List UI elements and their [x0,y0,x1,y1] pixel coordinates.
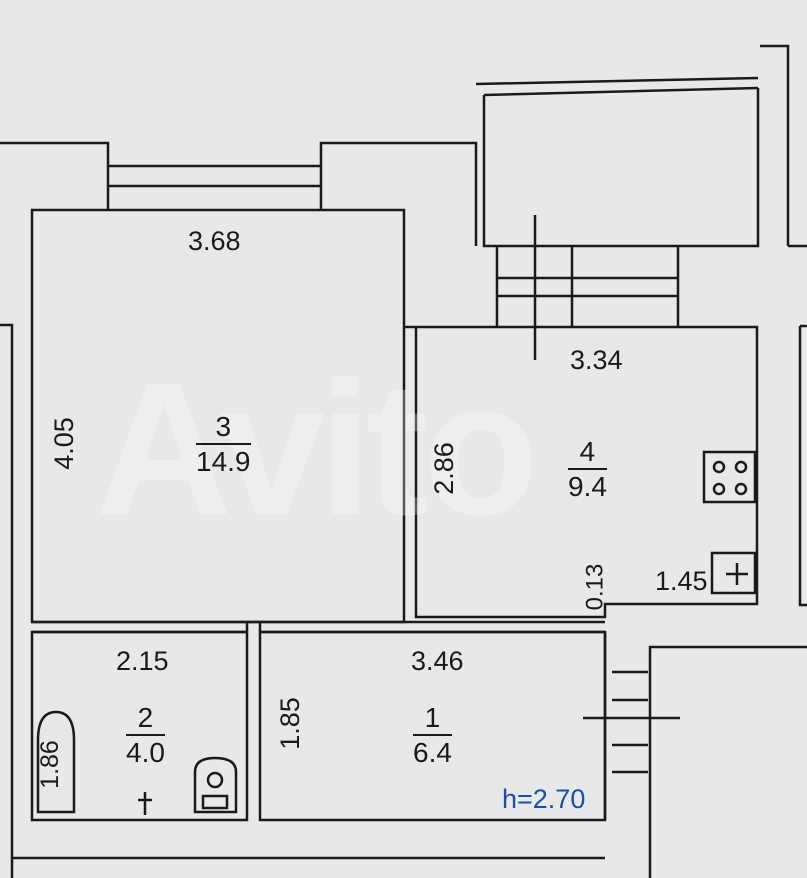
bathtub-icon [36,710,76,814]
entrance [583,632,807,878]
room-2-label: 2 4.0 [126,704,165,767]
toilet-icon [193,756,238,814]
room-2-number: 2 [126,704,165,736]
room-1-number: 1 [413,704,452,736]
kitchen-sink-icon [710,551,757,595]
room-2-area: 4.0 [126,737,165,768]
room-3-number: 3 [196,413,251,445]
sink-icon [138,792,152,815]
room-1-depth: 1.85 [274,697,305,750]
room-4-extra-dim-1: 1.45 [655,566,708,596]
room-1-label: 1 6.4 [413,704,452,767]
room-2-depth: 1.86 [35,740,64,789]
room-2-width: 2.15 [116,646,169,676]
room-1-area: 6.4 [413,737,452,768]
room-4-label: 4 9.4 [568,438,607,501]
room-4-area: 9.4 [568,471,607,502]
room-4-outline [414,325,759,619]
balcony-railing [495,215,680,360]
watermark: Avito [95,343,539,555]
room-4-extra-dim-2: 0.13 [581,563,609,611]
ceiling-height: h=2.70 [502,784,586,814]
room-3-area: 14.9 [196,446,251,477]
room-2-outline [30,630,249,822]
room-4-depth: 2.86 [428,442,459,495]
room-4-width: 3.34 [570,345,623,375]
stove-icon [702,450,757,504]
room-4-number: 4 [568,438,607,470]
outer-walls [0,44,807,878]
room-1-width: 3.46 [411,646,464,676]
room-3-label: 3 14.9 [196,413,251,476]
room-3-width: 3.68 [188,226,241,256]
room-3-depth: 4.05 [48,417,79,470]
